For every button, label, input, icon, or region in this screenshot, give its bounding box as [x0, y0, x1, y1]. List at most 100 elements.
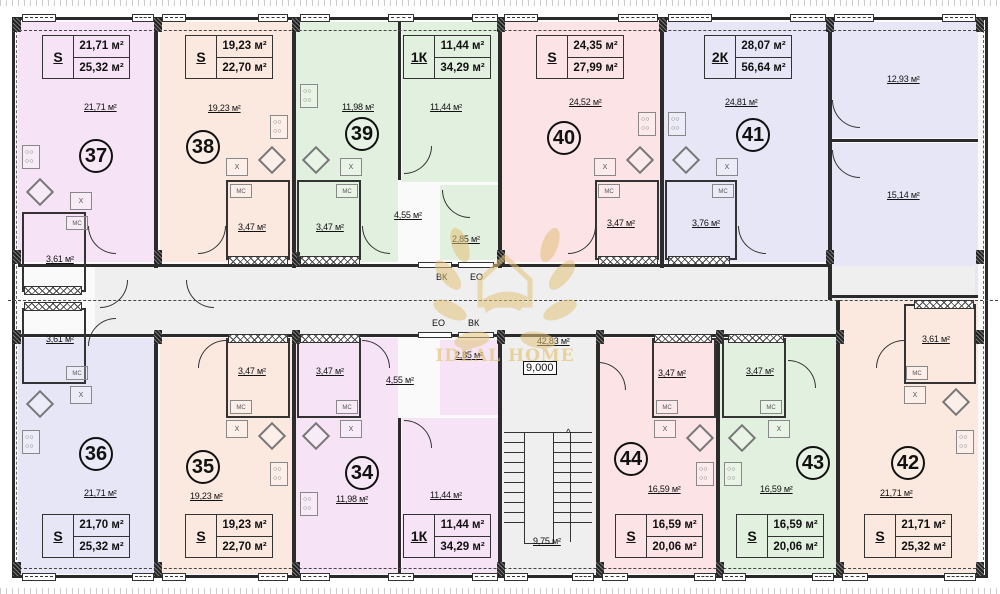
structural-column: [13, 18, 21, 32]
wall: [828, 20, 832, 300]
structural-column: [497, 330, 505, 344]
total-area: 20,06 м²: [647, 535, 702, 558]
apartment-40-room[interactable]: [502, 22, 660, 262]
window: [388, 14, 414, 22]
living-area: 21,71 м²: [901, 519, 946, 532]
window: [258, 14, 288, 22]
living-area: 11,44 м²: [440, 519, 485, 532]
structural-column: [596, 330, 604, 344]
washing-machine-icon: МС: [230, 400, 252, 414]
total-area: 25,32 м²: [74, 535, 129, 558]
window: [842, 573, 868, 581]
fridge-icon: Х: [594, 158, 616, 176]
bedroom-area-label: 11,44 м²: [430, 102, 462, 112]
room-area-label: 19,23 м²: [190, 491, 223, 501]
ventilation-shaft: [228, 256, 288, 265]
room-area-label: 19,23 м²: [208, 103, 241, 113]
fridge-icon: Х: [226, 158, 248, 176]
wall: [716, 334, 720, 578]
apartment-type: S: [537, 36, 568, 78]
stair-direction-arrow-head: ^: [566, 428, 571, 439]
bedroom-area-label: 15,14 м²: [887, 190, 920, 200]
wall: [498, 334, 502, 578]
apartment-number-badge: 44: [614, 442, 648, 476]
wall: [498, 20, 502, 268]
living-area: 16,59 м²: [773, 519, 818, 532]
structural-column: [826, 18, 834, 32]
bath-area-label: 3,47 м²: [316, 366, 344, 376]
window: [132, 14, 154, 22]
apartment-type: S: [186, 515, 217, 557]
total-area: 25,32 м²: [74, 56, 129, 79]
apartment-number-badge: 40: [547, 121, 581, 155]
bath-area-label: 3,61 м²: [46, 254, 74, 264]
watermark-text: IDEAL HOME: [435, 346, 575, 366]
apartment-type: S: [186, 36, 217, 78]
structural-column: [596, 562, 604, 576]
bath-area-label: 3,47 м²: [316, 222, 344, 232]
room-area-label: 21,71 м²: [84, 488, 117, 498]
room-area-label: 11,98 м²: [342, 102, 374, 112]
apartment-number-badge: 34: [345, 456, 379, 490]
apartment-number-badge: 38: [186, 130, 220, 164]
bottom-dimension-ruler: [0, 588, 1000, 594]
wall: [154, 20, 158, 268]
apartment-34-closet[interactable]: [440, 340, 498, 415]
window: [388, 573, 414, 581]
window: [472, 573, 498, 581]
window: [472, 14, 498, 22]
bedroom-area-label: 11,44 м²: [430, 490, 462, 500]
structural-column: [292, 562, 300, 576]
ventilation-shaft: [668, 256, 730, 265]
bath-area-label: 3,47 м²: [746, 366, 774, 376]
structural-column: [292, 18, 300, 32]
hall-area-label: 4,55 м²: [394, 210, 422, 220]
total-area: 22,70 м²: [217, 56, 272, 79]
washing-machine-icon: МС: [66, 366, 88, 380]
fridge-icon: Х: [340, 158, 362, 176]
window: [694, 573, 716, 581]
living-area: 24,35 м²: [573, 40, 618, 53]
structural-column: [716, 330, 724, 344]
apartment-34-room[interactable]: [296, 338, 398, 574]
riser-label: ЕО: [470, 272, 484, 282]
window: [258, 573, 288, 581]
bath-area-label: 3,47 м²: [607, 218, 635, 228]
corridor-area-label: 42,83 м²: [537, 336, 570, 346]
wall: [596, 334, 600, 578]
riser-label: ЕО: [432, 318, 446, 328]
fridge-icon: Х: [654, 420, 676, 438]
total-area: 27,99 м²: [568, 56, 623, 79]
riser-label: ВК: [436, 272, 448, 282]
window: [942, 14, 976, 22]
room-area-label: 21,71 м²: [880, 488, 913, 498]
stove-icon: [300, 84, 318, 108]
stove-icon: [22, 430, 40, 454]
stove-icon: [22, 145, 40, 169]
structural-column: [976, 18, 984, 32]
window: [834, 14, 874, 22]
stove-icon: [956, 430, 974, 454]
window: [790, 14, 826, 22]
apartment-42-room[interactable]: [840, 300, 978, 574]
window: [618, 14, 658, 22]
apartment-number-badge: 42: [891, 446, 925, 480]
apartment-type: 2К: [705, 36, 736, 78]
wall: [398, 20, 401, 180]
window: [22, 573, 56, 581]
bath-area-label: 3,47 м²: [238, 366, 266, 376]
hall-area-label: 4,55 м²: [386, 375, 414, 385]
wall: [836, 300, 840, 578]
apartment-type: 1К: [404, 36, 435, 78]
washing-machine-icon: МС: [906, 366, 928, 380]
total-area: 25,32 м²: [896, 535, 951, 558]
closet-area-label: 2,85 м²: [452, 234, 480, 244]
structural-column: [976, 330, 984, 344]
stair-direction-arrow: [570, 432, 571, 542]
structural-column: [497, 250, 505, 264]
apartment-number-badge: 36: [79, 437, 113, 471]
fridge-icon: Х: [768, 420, 790, 438]
total-area: 22,70 м²: [217, 535, 272, 558]
